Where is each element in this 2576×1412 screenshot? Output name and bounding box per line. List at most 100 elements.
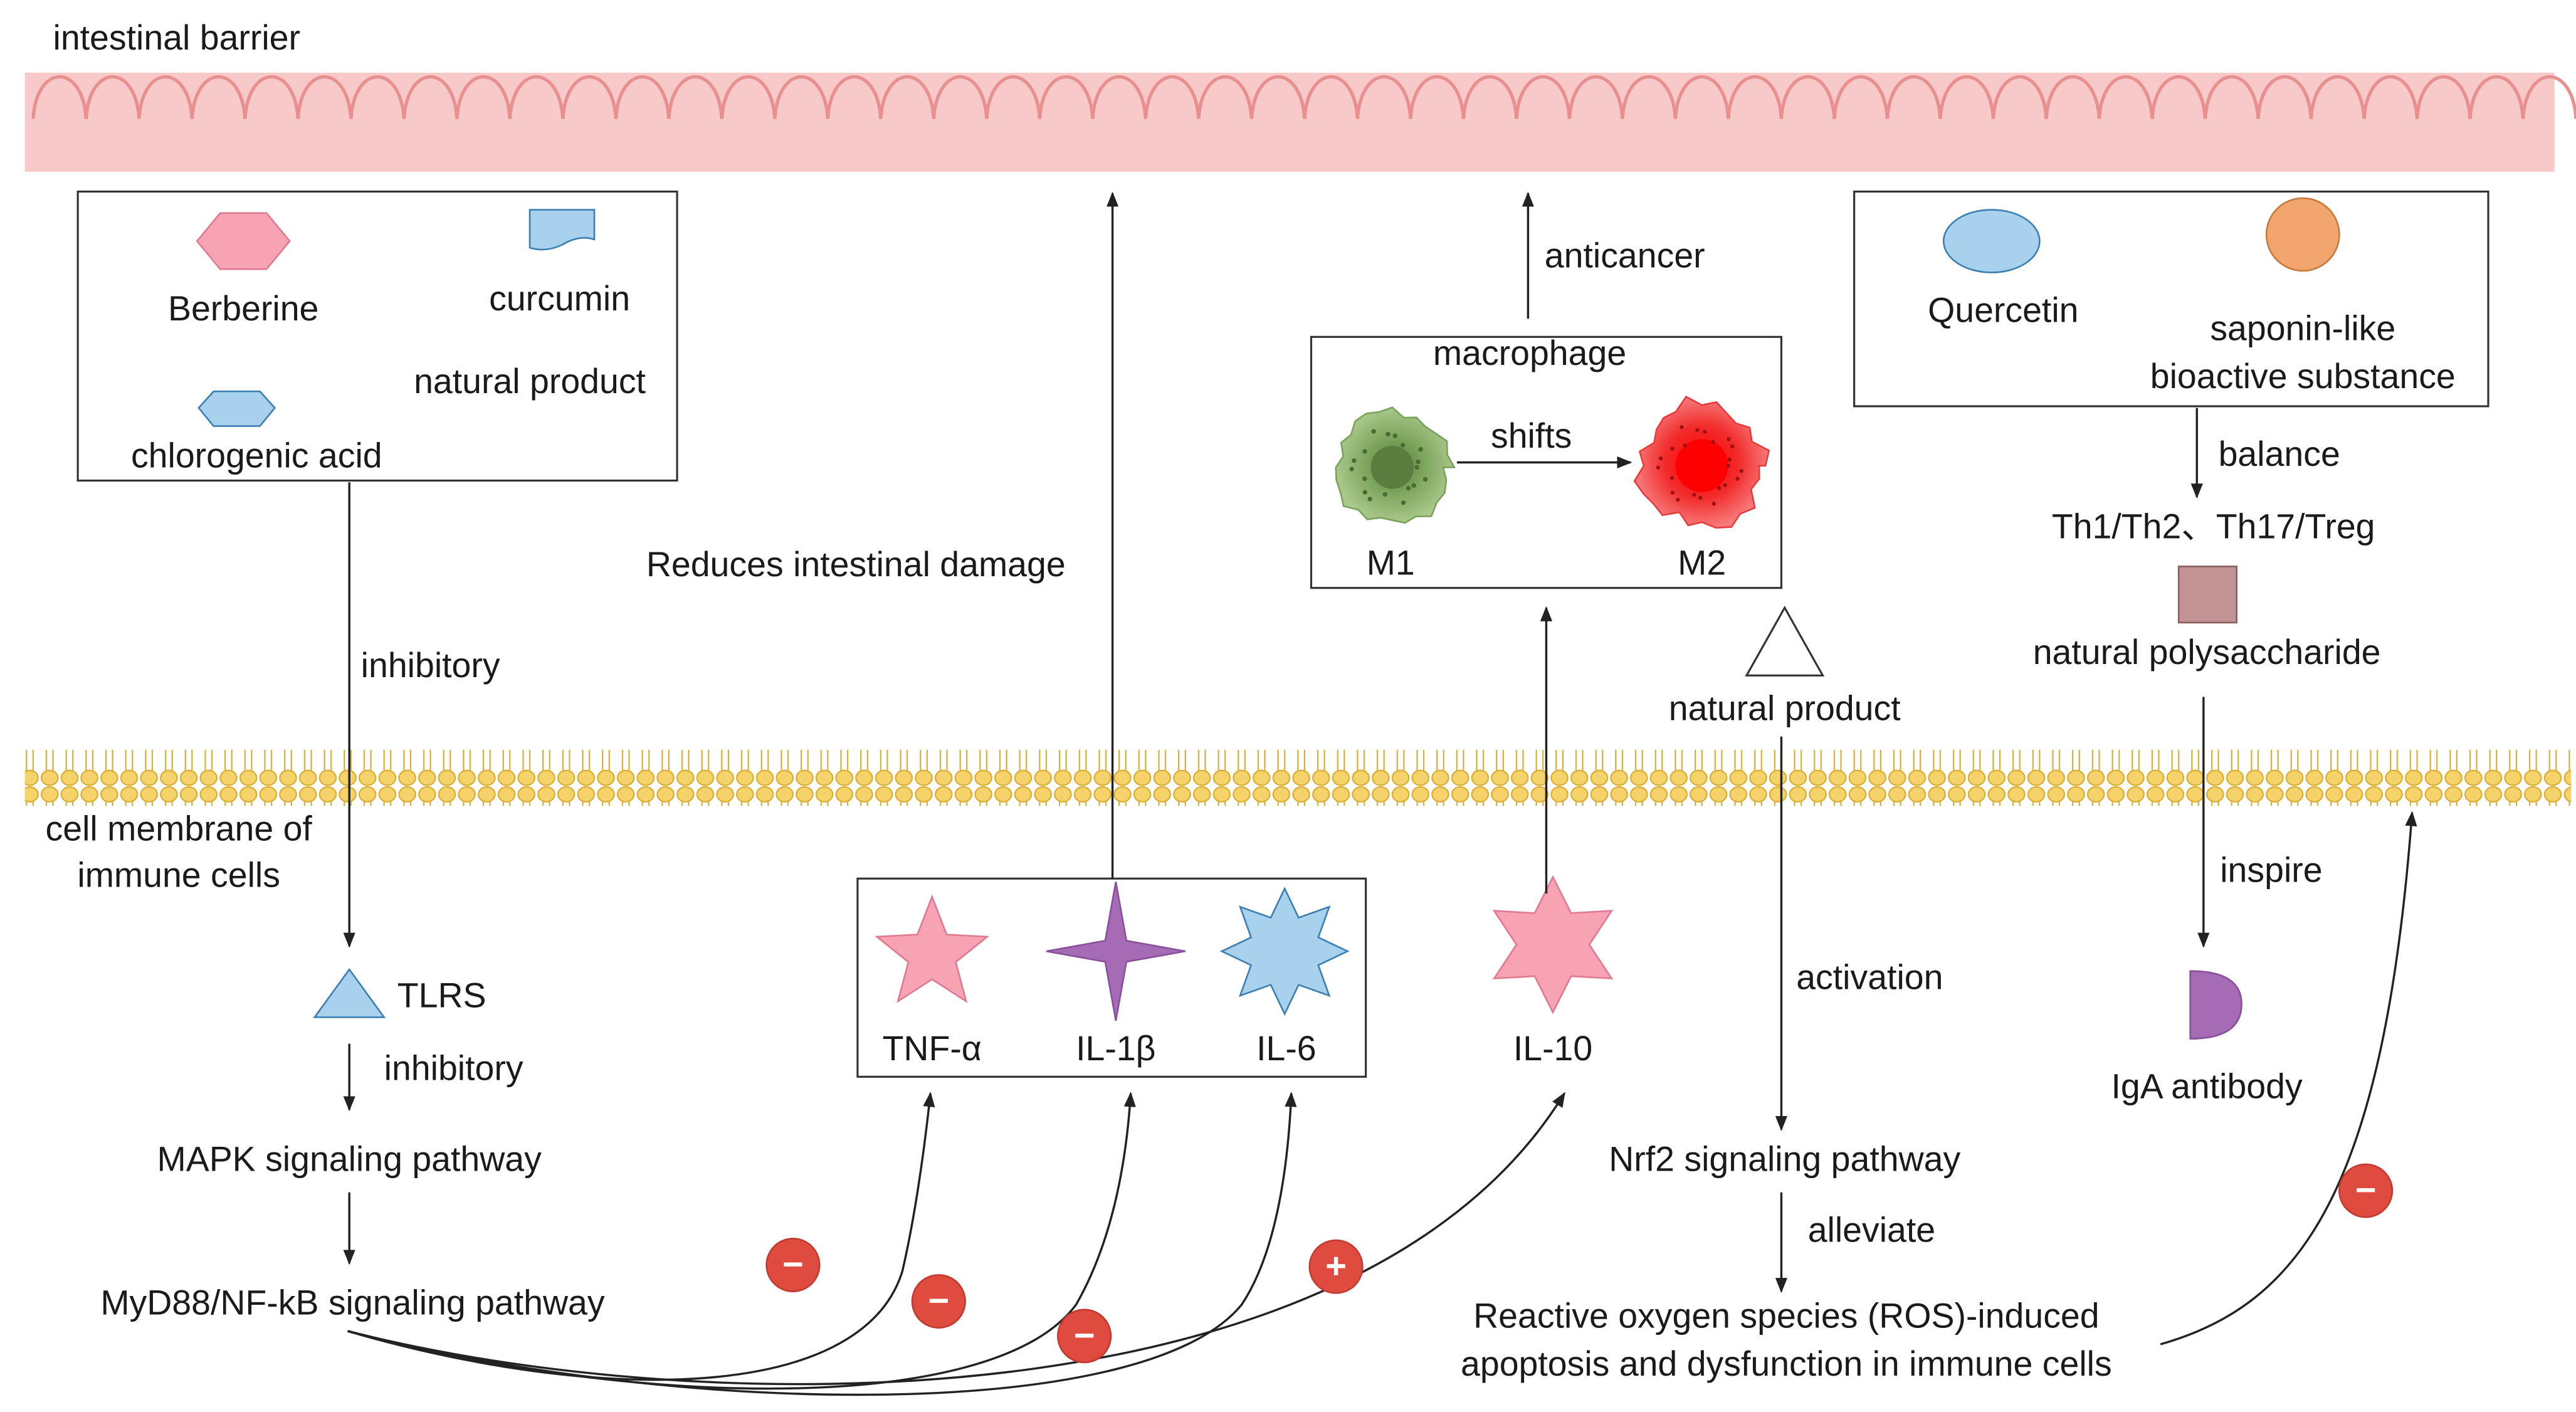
granule-dot xyxy=(1349,466,1354,472)
m1-granules xyxy=(1349,429,1428,505)
myd88-curved-arrows xyxy=(347,1092,1565,1396)
minus-sign: − xyxy=(1074,1315,1095,1356)
arrow-myd88-to-il1b xyxy=(347,1092,1136,1390)
granule-dot xyxy=(1411,483,1416,488)
granule-dot xyxy=(1362,449,1367,454)
granule-dot xyxy=(1382,492,1387,497)
white-triangle-icon xyxy=(1745,606,1825,677)
granule-dot xyxy=(1723,483,1727,488)
saponin-label-line1: saponin-like xyxy=(2210,309,2395,348)
minus-sign: − xyxy=(782,1244,804,1285)
granule-dot xyxy=(1739,469,1743,473)
granule-dot xyxy=(1711,502,1716,506)
granule-dot xyxy=(1695,428,1700,433)
ellipse-icon xyxy=(1942,209,2041,273)
square-icon xyxy=(2177,566,2237,624)
ros-label-line2: apoptosis and dysfunction in immune cell… xyxy=(1461,1344,2112,1383)
plus-badge-il10: + xyxy=(1308,1239,1364,1294)
minus-sign: − xyxy=(928,1280,949,1321)
curcumin-label: curcumin xyxy=(489,279,630,318)
granule-dot xyxy=(1726,463,1731,468)
granule-dot xyxy=(1670,446,1674,451)
reduces-damage-label: Reduces intestinal damage xyxy=(646,545,1066,584)
granule-dot xyxy=(1716,486,1722,490)
granule-dot xyxy=(1400,443,1406,448)
box-frame xyxy=(76,190,678,482)
inhibitory-label-1: inhibitory xyxy=(361,646,500,685)
macrophage-label: macrophage xyxy=(1433,334,1626,372)
granule-dot xyxy=(1418,447,1423,452)
granule-dot xyxy=(1698,495,1703,500)
circle-icon xyxy=(2265,197,2340,272)
minus-badge-ros: − xyxy=(2338,1163,2394,1218)
berberine-label: Berberine xyxy=(168,289,318,328)
triangle-icon xyxy=(313,967,386,1018)
membrane-label-line2: immune cells xyxy=(77,855,280,894)
macrophage-box: macrophage shifts M1 M2 xyxy=(1310,334,1783,589)
granule-dot xyxy=(1385,431,1391,437)
natural-product-label-center: natural product xyxy=(1669,688,1901,727)
granule-dot xyxy=(1416,459,1421,465)
m1-nucleus xyxy=(1370,446,1414,489)
minus-badge-tnf: − xyxy=(765,1238,821,1293)
granule-dot xyxy=(1422,477,1428,482)
il6-label: IL-6 xyxy=(1256,1029,1317,1068)
granule-dot xyxy=(1727,437,1731,441)
minus-sign: − xyxy=(2355,1170,2377,1211)
granule-dot xyxy=(1683,443,1687,448)
ros-label-line1: Reactive oxygen species (ROS)-induced xyxy=(1473,1297,2100,1336)
granule-dot xyxy=(1670,490,1675,495)
granule-dot xyxy=(1659,456,1663,461)
m1-label: M1 xyxy=(1367,544,1415,582)
granule-dot xyxy=(1401,500,1406,505)
minus-badge-il1b: − xyxy=(911,1274,966,1329)
granule-dot xyxy=(1362,490,1367,495)
granule-dot xyxy=(1371,429,1376,434)
granule-dot xyxy=(1692,492,1696,497)
il1b-label: IL-1β xyxy=(1076,1029,1155,1068)
iga-label: IgA antibody xyxy=(2111,1067,2303,1106)
membrane-label-line1: cell membrane of xyxy=(46,809,313,848)
granule-dot xyxy=(1711,440,1715,444)
activation-label: activation xyxy=(1796,958,1943,997)
arrow-ros-to-membrane xyxy=(2160,811,2417,1346)
granule-dot xyxy=(1352,458,1357,463)
saponin-label-line2: bioactive substance xyxy=(2150,357,2456,396)
plus-sign: + xyxy=(1325,1246,1347,1287)
alleviate-label: alleviate xyxy=(1808,1211,1935,1250)
m2-nucleus xyxy=(1675,439,1728,492)
nrf2-label: Nrf2 signaling pathway xyxy=(1609,1140,1960,1179)
granule-dot xyxy=(1727,457,1732,462)
m2-granules xyxy=(1656,424,1743,506)
four-point-star-icon xyxy=(1046,882,1186,1021)
chlorogenic-acid-label: chlorogenic acid xyxy=(131,436,382,475)
th-label: Th1/Th2、Th17/Treg xyxy=(2052,507,2375,546)
arrow-myd88-to-il10 xyxy=(347,1092,1565,1386)
cell-membrane xyxy=(24,749,2572,806)
granule-dot xyxy=(1735,477,1740,481)
mapk-label: MAPK signaling pathway xyxy=(157,1140,542,1179)
hexagon-icon xyxy=(196,212,291,270)
shifts-label: shifts xyxy=(1491,416,1572,455)
myd88-label: MyD88/NF-kB signaling pathway xyxy=(100,1283,605,1322)
arrow-myd88-to-tnf xyxy=(347,1092,935,1381)
tlrs-label: TLRS xyxy=(397,976,486,1015)
cytokine-box: TNF-α IL-1β IL-6 xyxy=(856,877,1367,1078)
inspire-label: inspire xyxy=(2220,851,2322,890)
granule-dot xyxy=(1406,485,1411,491)
arrow-myd88-to-il6 xyxy=(347,1092,1297,1396)
granule-dot xyxy=(1414,465,1419,470)
m2-label: M2 xyxy=(1678,544,1726,582)
barrier-villi xyxy=(31,75,2576,119)
six-point-star-icon xyxy=(1492,875,1614,1014)
eight-point-star-icon xyxy=(1219,886,1350,1016)
tnf-label: TNF-α xyxy=(883,1029,982,1068)
granule-dot xyxy=(1703,429,1707,434)
granule-dot xyxy=(1362,476,1367,482)
barrier-band xyxy=(24,72,2555,172)
balance-label: balance xyxy=(2219,435,2340,473)
il10-label: IL-10 xyxy=(1513,1029,1592,1068)
small-hexagon-icon xyxy=(197,390,276,427)
granule-dot xyxy=(1656,465,1661,470)
natural-product-box-right: Quercetin saponin-like bioactive substan… xyxy=(1853,190,2489,408)
